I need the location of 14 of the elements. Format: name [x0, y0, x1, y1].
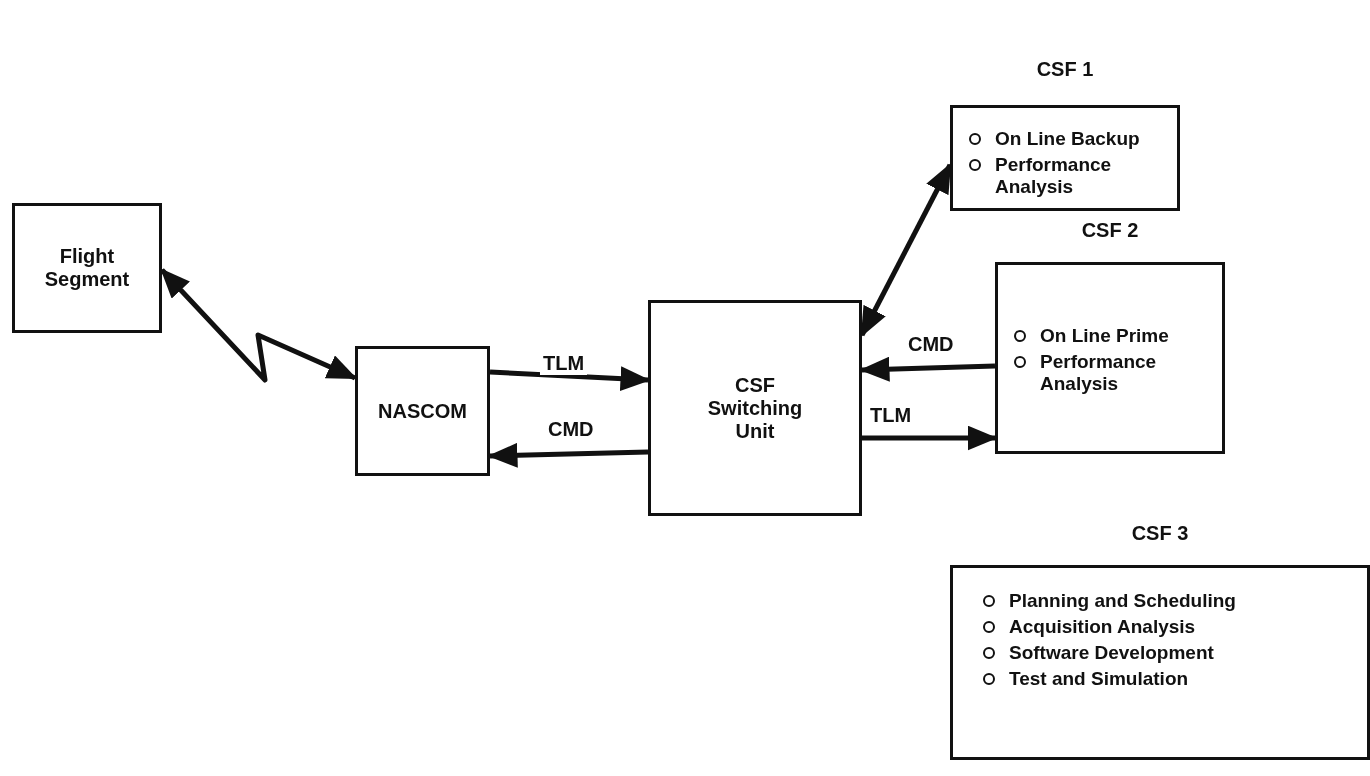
list-item: On Line Prime — [1040, 325, 1169, 346]
list-item: On Line Backup — [995, 128, 1140, 149]
box-heading: CSF 3 — [1131, 522, 1189, 544]
list-item: Test and Simulation — [1009, 667, 1189, 689]
list-item: Performance Analysis — [1040, 350, 1157, 394]
box-heading: CSF 2 — [1081, 219, 1139, 241]
list-item: Performance Analysis — [995, 153, 1112, 197]
process-box: NASCOM — [355, 346, 490, 476]
list-item: Planning and Scheduling — [1009, 590, 1236, 611]
process-box: Flight Segment — [12, 203, 162, 333]
list-item: Acquisition Analysis — [1009, 615, 1196, 637]
list-item: Software Development — [1009, 641, 1214, 663]
process-box: CSF Switching Unit — [648, 300, 862, 516]
box-heading: CSF 1 — [1036, 58, 1094, 80]
